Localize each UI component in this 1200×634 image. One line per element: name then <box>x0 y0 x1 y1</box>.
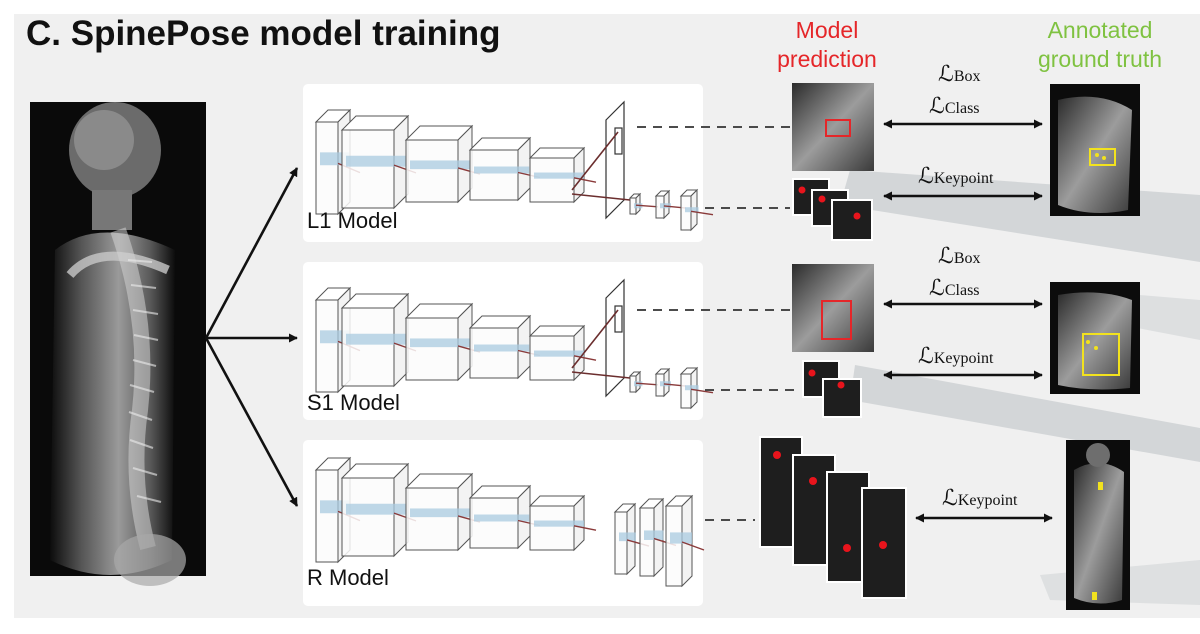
s1-box-loss-label: ℒBox <box>938 246 981 270</box>
r-model-label: R Model <box>307 565 389 590</box>
loss-symbol: ℒ <box>938 244 954 269</box>
prediction-header: Model prediction <box>742 16 912 74</box>
s1-keypoint-heatmaps <box>802 360 862 418</box>
l1-class-loss-label: ℒClass <box>929 96 980 120</box>
projection-band-s1 <box>850 365 1200 462</box>
l1-box-loss-label: ℒBox <box>938 64 981 88</box>
s1-detection-head <box>571 278 631 398</box>
l1-network-layers <box>314 108 714 232</box>
loss-subscript: Box <box>953 250 981 267</box>
ground-truth-header: Annotated ground truth <box>1010 16 1190 74</box>
s1-keypoint-loss-label: ℒKeypoint <box>918 346 993 370</box>
l1-detection-head <box>571 100 631 220</box>
loss-symbol: ℒ <box>918 164 934 189</box>
loss-subscript: Box <box>953 68 981 85</box>
loss-subscript: Class <box>944 282 980 299</box>
input-xray-image <box>30 102 206 586</box>
loss-subscript: Keypoint <box>933 170 994 187</box>
loss-subscript: Keypoint <box>957 492 1018 509</box>
loss-symbol: ℒ <box>942 486 958 511</box>
prediction-header-line-1: Model <box>795 17 859 43</box>
ground-truth-header-line-1: Annotated <box>1047 17 1153 43</box>
prediction-header-line-2: prediction <box>777 46 877 72</box>
loss-symbol: ℒ <box>929 94 945 119</box>
l1-ground-truth-image <box>1050 84 1140 216</box>
s1-model-label: S1 Model <box>307 390 400 415</box>
s1-class-loss-label: ℒClass <box>929 278 980 302</box>
r-network-layers <box>314 456 705 588</box>
panel-title: C. SpinePose model training <box>26 14 501 53</box>
loss-subscript: Keypoint <box>933 350 994 367</box>
r-keypoint-heatmaps <box>759 436 907 599</box>
projection-band-l1 <box>840 170 1200 262</box>
loss-symbol: ℒ <box>938 62 954 87</box>
r-ground-truth-image <box>1066 440 1130 610</box>
arrow-to-r-model <box>204 337 299 507</box>
s1-ground-truth-image <box>1050 282 1140 394</box>
s1-box-prediction-image <box>792 264 874 352</box>
arrow-to-l1-model <box>204 167 299 339</box>
loss-subscript: Class <box>944 100 980 117</box>
loss-symbol: ℒ <box>918 344 934 369</box>
l1-keypoint-heatmaps <box>792 178 873 241</box>
s1-network-layers <box>314 286 714 410</box>
r-keypoint-loss-label: ℒKeypoint <box>942 488 1017 512</box>
ground-truth-header-line-2: ground truth <box>1037 46 1163 72</box>
loss-symbol: ℒ <box>929 276 945 301</box>
l1-model-label: L1 Model <box>307 208 398 233</box>
l1-box-prediction-image <box>792 83 874 171</box>
l1-keypoint-loss-label: ℒKeypoint <box>918 166 993 190</box>
